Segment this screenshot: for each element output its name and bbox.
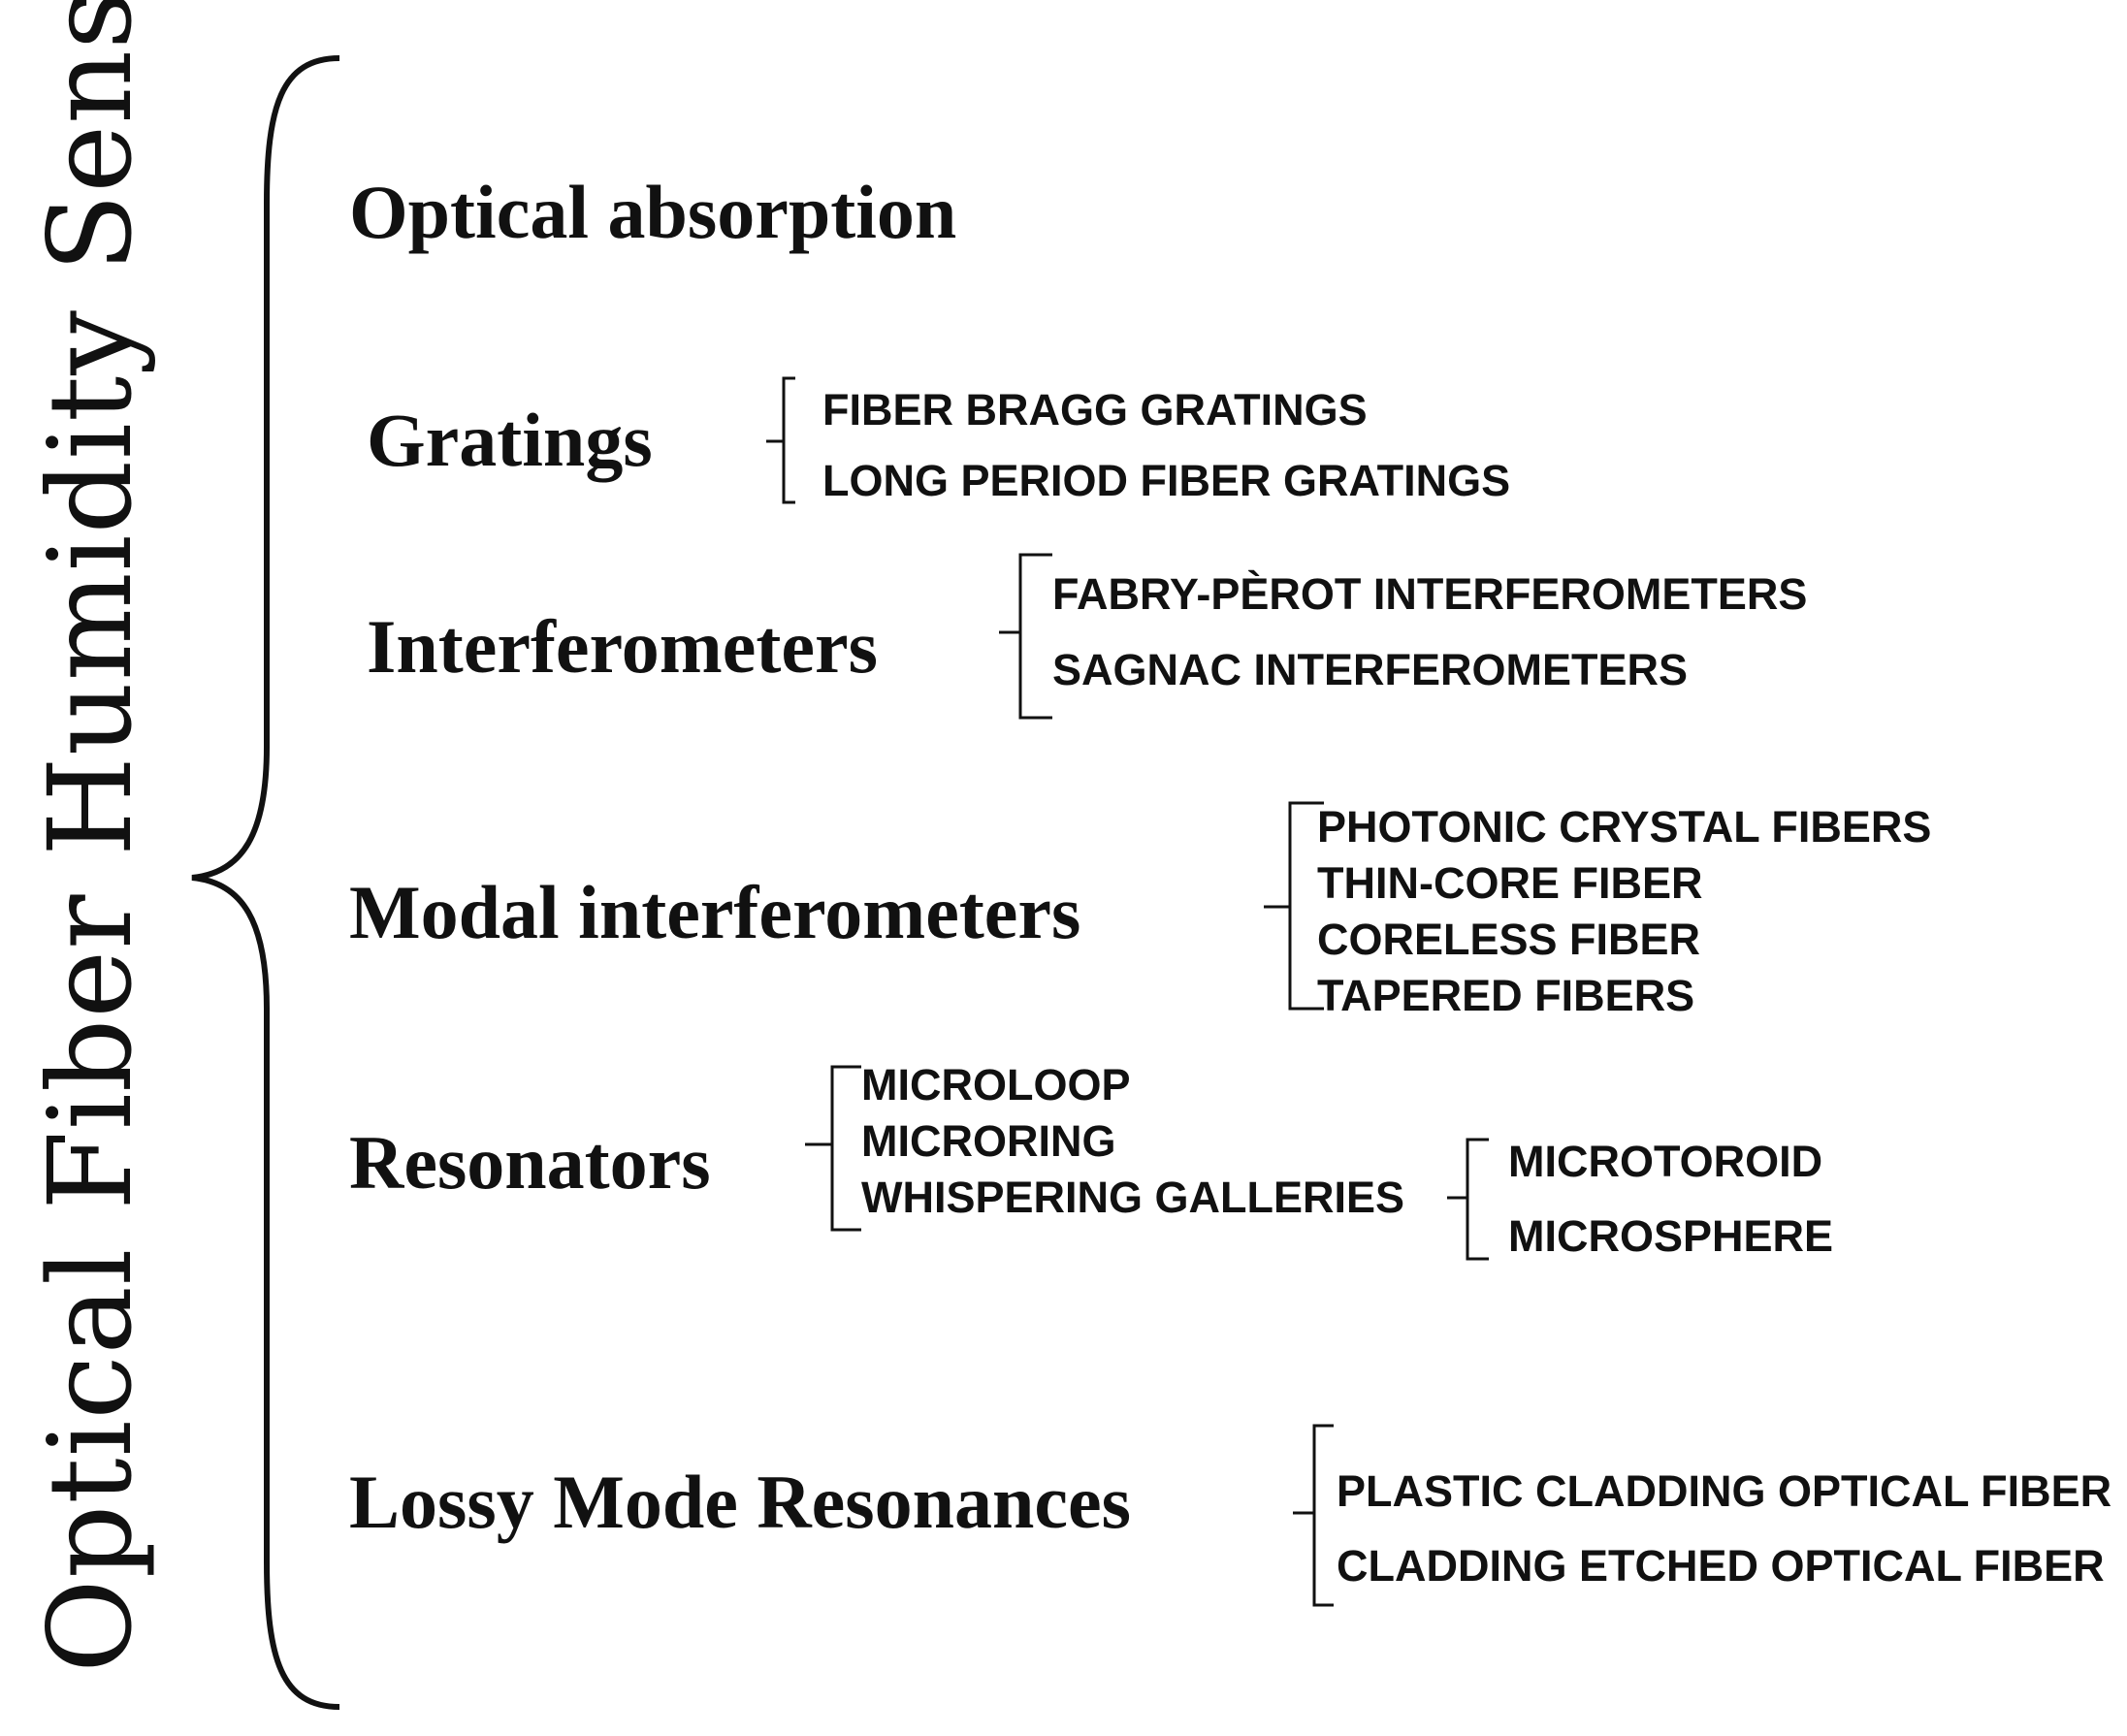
whispering-galleries-bracket bbox=[1447, 1138, 1489, 1261]
diagram-title: Optical Fiber Humidity Sensors bbox=[23, 0, 157, 1673]
item-microring: MICRORING bbox=[861, 1116, 1116, 1166]
item-sagnac-interferometers: SAGNAC INTERFEROMETERS bbox=[1052, 645, 1689, 694]
category-modal-interferometers: Modal interferometers bbox=[349, 870, 1081, 954]
item-tapered-fibers: TAPERED FIBERS bbox=[1317, 971, 1695, 1020]
category-interferometers: Interferometers bbox=[367, 604, 878, 689]
item-photonic-crystal-fibers: PHOTONIC CRYSTAL FIBERS bbox=[1317, 802, 1932, 852]
main-brace bbox=[191, 55, 340, 1710]
interferometers-bracket bbox=[999, 553, 1052, 720]
item-microtoroid: MICROTOROID bbox=[1508, 1137, 1823, 1186]
item-whispering-galleries: WHISPERING GALLERIES bbox=[861, 1173, 1405, 1222]
item-thin-core-fiber: THIN-CORE FIBER bbox=[1317, 858, 1703, 908]
category-resonators: Resonators bbox=[349, 1120, 711, 1205]
category-gratings: Gratings bbox=[367, 398, 653, 482]
item-fiber-bragg-gratings: FIBER BRAGG GRATINGS bbox=[822, 385, 1368, 434]
item-coreless-fiber: CORELESS FIBER bbox=[1317, 915, 1701, 964]
item-microsphere: MICROSPHERE bbox=[1508, 1211, 1834, 1261]
category-optical-absorption: Optical absorption bbox=[349, 170, 957, 254]
item-fabry-perot-interferometers: FABRY-PÈROT INTERFEROMETERS bbox=[1052, 569, 1808, 619]
item-plastic-cladding-optical-fiber: PLASTIC CLADDING OPTICAL FIBER bbox=[1337, 1466, 2112, 1516]
item-long-period-fiber-gratings: LONG PERIOD FIBER GRATINGS bbox=[822, 456, 1511, 505]
gratings-bracket bbox=[766, 376, 795, 504]
category-lossy-mode-resonances: Lossy Mode Resonances bbox=[349, 1460, 1132, 1544]
lossy-mode-resonances-bracket bbox=[1293, 1424, 1334, 1607]
modal-interferometers-bracket bbox=[1264, 801, 1324, 1011]
item-microloop: MICROLOOP bbox=[861, 1060, 1131, 1109]
resonators-bracket bbox=[805, 1065, 861, 1232]
item-cladding-etched-optical-fiber: CLADDING ETCHED OPTICAL FIBER bbox=[1337, 1541, 2105, 1591]
